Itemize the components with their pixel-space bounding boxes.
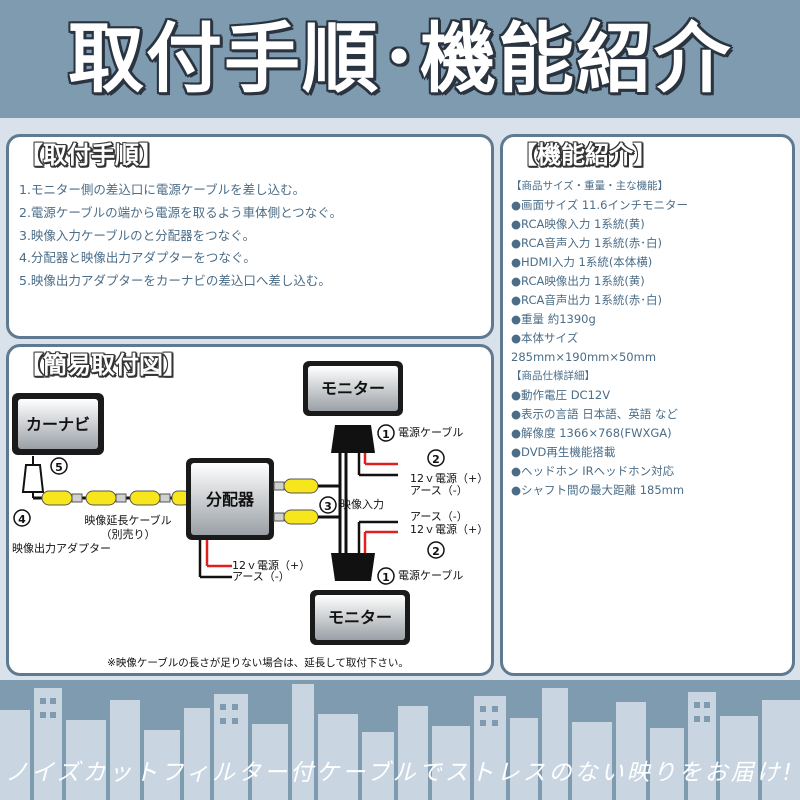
feature-item: ●RCA音声出力 1系統(赤･白): [511, 293, 663, 307]
feature-item: ●HDMI入力 1系統(本体横): [511, 255, 653, 269]
install-steps-panel: 【取付手順】 1.モニター側の差込口に電源ケーブルを差し込む。 2.電源ケーブル…: [6, 134, 494, 339]
feature-item: ●RCA映像入力 1系統(黄): [511, 217, 645, 231]
install-steps-list: 1.モニター側の差込口に電源ケーブルを差し込む。 2.電源ケーブルの端から電源を…: [19, 179, 342, 293]
main-area: 【取付手順】 1.モニター側の差込口に電源ケーブルを差し込む。 2.電源ケーブル…: [0, 118, 800, 680]
install-step: 5.映像出力アダプターをカーナビの差込口へ差し込む。: [19, 273, 331, 289]
diagram-heading: 【簡易取付図】: [19, 351, 187, 379]
feature-item: 285mm×190mm×50mm: [511, 350, 657, 364]
install-step: 1.モニター側の差込口に電源ケーブルを差し込む。: [19, 182, 306, 197]
header-banner: 取付手順･機能紹介: [0, 0, 800, 118]
feature-item: ●重量 約1390g: [511, 312, 596, 326]
city-skyline-illustration: [0, 680, 800, 800]
feature-item: ●DVD再生機能搭載: [511, 445, 616, 459]
feature-item: ●本体サイズ: [511, 331, 579, 345]
feature-item: ●表示の言語 日本語、英語 など: [511, 407, 678, 421]
footer-banner: [0, 680, 800, 800]
features-list: 【商品サイズ・重量・主な機能】 ●画面サイズ 11.6インチモニター ●RCA映…: [511, 177, 688, 500]
install-steps-heading: 【取付手順】: [19, 141, 163, 169]
feature-item: ●ヘッドホン IRヘッドホン対応: [511, 464, 675, 478]
feature-item: ●動作電圧 DC12V: [511, 388, 611, 402]
feature-item: ●RCA音声入力 1系統(赤･白): [511, 236, 663, 250]
feature-item: ●解像度 1366×768(FWXGA): [511, 426, 672, 440]
feature-item: ●シャフト間の最大距離 185mm: [511, 483, 685, 497]
page-title: 取付手順･機能紹介: [68, 14, 732, 103]
features-panel: 【機能紹介】 【商品サイズ・重量・主な機能】 ●画面サイズ 11.6インチモニタ…: [500, 134, 795, 676]
feature-item: 【商品仕様詳細】: [511, 370, 595, 382]
feature-item: ●画面サイズ 11.6インチモニター: [511, 198, 688, 212]
diagram-panel: 【簡易取付図】: [6, 344, 494, 676]
install-step: 4.分配器と映像出力アダプターをつなぐ。: [19, 250, 256, 266]
install-step: 2.電源ケーブルの端から電源を取るよう車体側とつなぐ。: [19, 204, 343, 220]
install-step: 3.映像入力ケーブルのと分配器をつなぐ。: [19, 227, 256, 243]
footer-tagline: ノイズカットフィルター付ケーブルでストレスのない映りをお届け!: [5, 760, 795, 786]
features-heading: 【機能紹介】: [513, 141, 657, 169]
feature-item: ●RCA映像出力 1系統(黄): [511, 274, 645, 288]
feature-item: 【商品サイズ・重量・主な機能】: [511, 180, 669, 192]
